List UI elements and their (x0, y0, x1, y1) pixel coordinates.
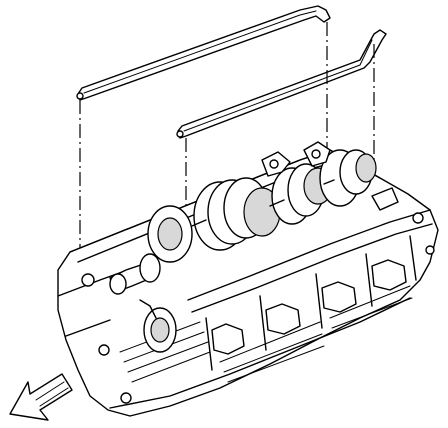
front-cover-boss (139, 299, 177, 353)
front-direction-arrow-icon (9, 373, 73, 421)
upper-side-rail-gasket (76, 5, 331, 101)
rear-brackets (261, 141, 399, 211)
crankshaft (109, 149, 377, 295)
lower-side-rail-gasket (176, 29, 387, 139)
